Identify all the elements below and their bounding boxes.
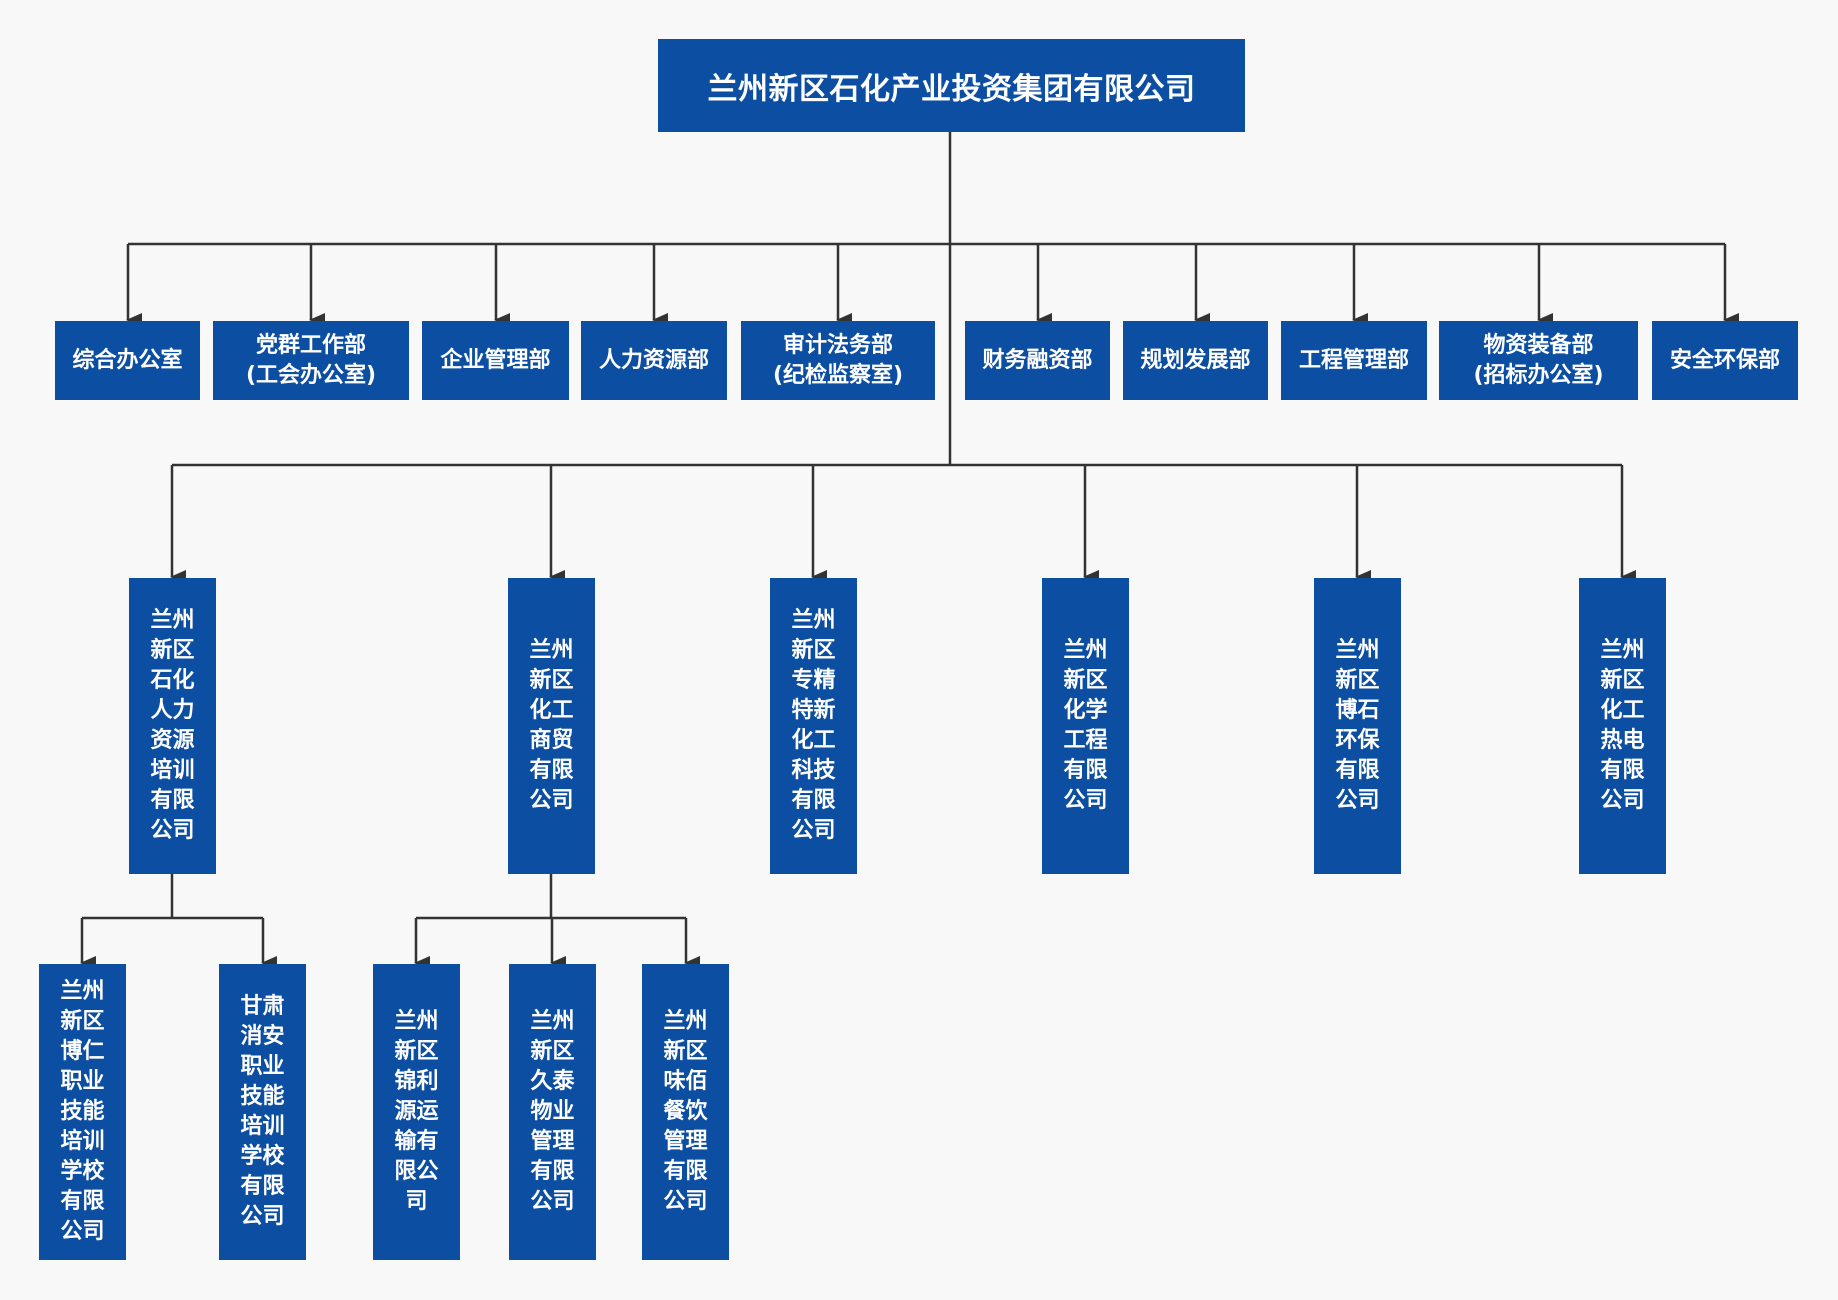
department-name: 工程管理部: [1298, 347, 1409, 373]
sub-subsidiary-name: 兰州新区博仁职业技能培训学校有限公司: [60, 979, 105, 1244]
department-name: 企业管理部: [440, 347, 551, 373]
sub-subsidiary-name: 甘肃消安职业技能培训学校有限公司: [240, 994, 285, 1229]
department-note: (纪检监察室): [772, 362, 904, 388]
department-box: 安全环保部: [1652, 321, 1798, 400]
subsidiary-box: 兰州新区专精特新化工科技有限公司: [770, 578, 857, 874]
department-box: 审计法务部 (纪检监察室): [741, 321, 935, 400]
department-note: (工会办公室): [245, 362, 377, 388]
root-company-name: 兰州新区石化产业投资集团有限公司: [707, 71, 1196, 107]
sub-subsidiary-name: 兰州新区久泰物业管理有限公司: [530, 1009, 575, 1214]
department-name: 安全环保部: [1669, 347, 1780, 373]
subsidiary-name: 兰州新区专精特新化工科技有限公司: [791, 608, 836, 843]
subsidiary-name: 兰州新区化工商贸有限公司: [529, 638, 574, 813]
sub-subsidiary-name: 兰州新区锦利源运输有限公司: [394, 1009, 439, 1214]
sub-subsidiary-name: 兰州新区味佰餐饮管理有限公司: [663, 1009, 708, 1214]
subsidiary-box: 兰州新区化学工程有限公司: [1042, 578, 1129, 874]
department-note: (招标办公室): [1473, 362, 1604, 388]
sub-subsidiary-box: 兰州新区博仁职业技能培训学校有限公司: [39, 964, 126, 1260]
department-name: 审计法务部: [782, 332, 893, 358]
department-box: 物资装备部 (招标办公室): [1439, 321, 1638, 400]
sub-subsidiary-box: 兰州新区久泰物业管理有限公司: [509, 964, 596, 1260]
department-name: 物资装备部: [1483, 332, 1594, 358]
department-box: 企业管理部: [422, 321, 569, 400]
department-name: 规划发展部: [1140, 347, 1251, 373]
department-box: 党群工作部 (工会办公室): [213, 321, 409, 400]
subsidiary-name: 兰州新区博石环保有限公司: [1335, 638, 1380, 813]
subsidiary-name: 兰州新区化工热电有限公司: [1600, 638, 1645, 813]
department-box: 人力资源部: [581, 321, 727, 400]
department-box: 综合办公室: [55, 321, 200, 400]
subsidiary-box: 兰州新区化工热电有限公司: [1579, 578, 1666, 874]
subsidiary-box: 兰州新区石化人力资源培训有限公司: [129, 578, 216, 874]
sub-subsidiary-box: 兰州新区锦利源运输有限公司: [373, 964, 460, 1260]
department-name: 党群工作部: [255, 332, 366, 358]
department-name: 综合办公室: [72, 347, 183, 373]
subsidiary-name: 兰州新区石化人力资源培训有限公司: [150, 608, 195, 843]
subsidiary-box: 兰州新区化工商贸有限公司: [508, 578, 595, 874]
department-box: 规划发展部: [1123, 321, 1268, 400]
department-name: 财务融资部: [982, 347, 1093, 373]
sub-subsidiary-box: 兰州新区味佰餐饮管理有限公司: [642, 964, 729, 1260]
department-name: 人力资源部: [598, 347, 709, 373]
subsidiary-box: 兰州新区博石环保有限公司: [1314, 578, 1401, 874]
root-company-box: 兰州新区石化产业投资集团有限公司: [658, 39, 1245, 132]
sub-subsidiary-box: 甘肃消安职业技能培训学校有限公司: [219, 964, 306, 1260]
department-box: 工程管理部: [1281, 321, 1427, 400]
subsidiary-name: 兰州新区化学工程有限公司: [1063, 638, 1108, 813]
department-box: 财务融资部: [965, 321, 1110, 400]
